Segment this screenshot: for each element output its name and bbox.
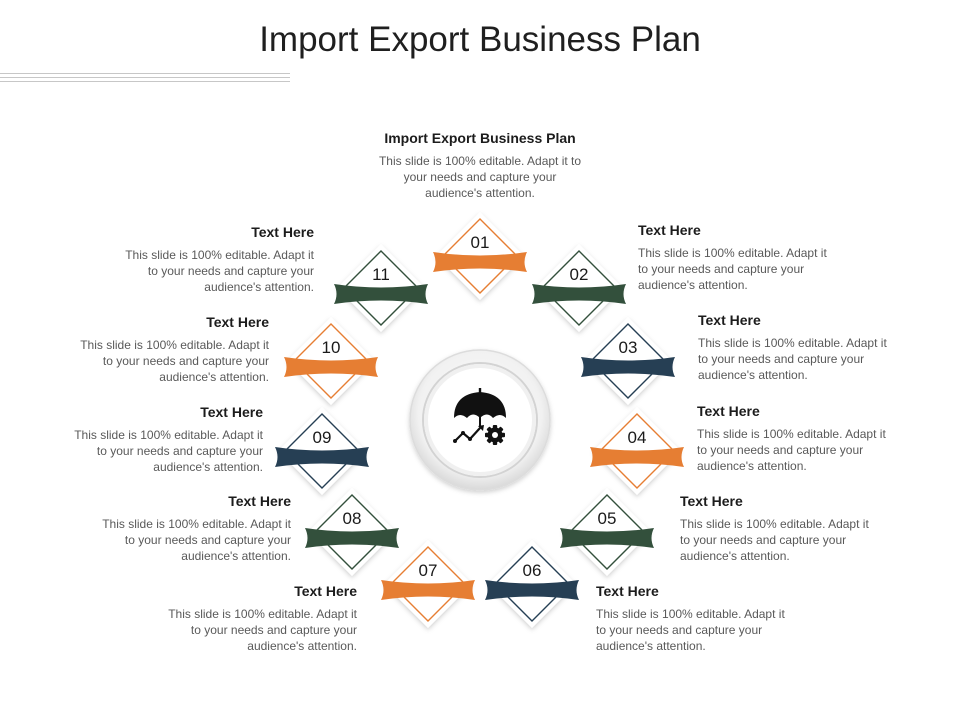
- step-marker-04: 04: [590, 407, 684, 495]
- step-marker-07: 07: [381, 540, 475, 628]
- step-description: This slide is 100% editable. Adapt it to…: [125, 248, 314, 294]
- page-title: Import Export Business Plan: [259, 20, 701, 59]
- step-heading: Text Here: [638, 222, 701, 238]
- step-number: 03: [619, 338, 638, 357]
- step-description: This slide is 100% editable. Adapt it to…: [102, 517, 291, 563]
- marker-ribbon: [275, 447, 369, 467]
- step-number: 04: [628, 428, 647, 447]
- step-marker-08: 08: [305, 488, 399, 576]
- step-number: 10: [322, 338, 341, 357]
- hub-inner-ring: [424, 364, 536, 476]
- step-description: This slide is 100% editable. Adapt it to…: [698, 336, 887, 382]
- step-heading: Text Here: [698, 312, 761, 328]
- step-marker-02: 02: [532, 244, 626, 332]
- step-description: This slide is 100% editable. Adapt it to…: [638, 246, 827, 292]
- title-divider-line: [0, 73, 290, 74]
- marker-ribbon: [532, 284, 626, 304]
- marker-ribbon: [284, 357, 378, 377]
- step-number: 01: [471, 233, 490, 252]
- step-marker-03: 03: [581, 317, 675, 405]
- marker-ribbon: [590, 447, 684, 467]
- marker-ribbon: [334, 284, 428, 304]
- step-description: This slide is 100% editable. Adapt it to…: [74, 428, 263, 474]
- growth-chart-icon: [453, 425, 484, 443]
- step-number: 05: [598, 509, 617, 528]
- step-description: This slide is 100% editable. Adapt it to…: [680, 517, 869, 563]
- umbrella-icon: [454, 388, 506, 427]
- step-marker-01: 01: [433, 212, 527, 300]
- step-heading: Text Here: [596, 583, 659, 599]
- step-heading: Text Here: [206, 314, 269, 330]
- marker-ribbon: [381, 580, 475, 600]
- step-marker-09: 09: [275, 407, 369, 495]
- step-description: This slide is 100% editable. Adapt it to…: [168, 607, 357, 653]
- step-heading: Text Here: [680, 493, 743, 509]
- title-divider-line: [0, 77, 290, 78]
- marker-ribbon: [485, 580, 579, 600]
- step-heading: Import Export Business Plan: [384, 130, 576, 146]
- step-marker-05: 05: [560, 488, 654, 576]
- step-heading: Text Here: [697, 403, 760, 419]
- marker-ribbon: [433, 252, 527, 272]
- step-heading: Text Here: [251, 224, 314, 240]
- step-number: 08: [343, 509, 362, 528]
- center-hub: [409, 349, 551, 491]
- step-description: This slide is 100% editable. Adapt it to…: [596, 607, 785, 653]
- step-number: 07: [419, 561, 438, 580]
- step-marker-06: 06: [485, 540, 579, 628]
- step-number: 02: [570, 265, 589, 284]
- marker-ribbon: [305, 528, 399, 548]
- step-number: 06: [523, 561, 542, 580]
- step-heading: Text Here: [294, 583, 357, 599]
- gear-icon: [485, 425, 505, 445]
- step-number: 11: [372, 265, 390, 284]
- step-marker-11: 11: [334, 244, 428, 332]
- step-heading: Text Here: [200, 404, 263, 420]
- step-marker-10: 10: [284, 317, 378, 405]
- title-divider-line: [0, 81, 290, 82]
- step-heading: Text Here: [228, 493, 291, 509]
- step-number: 09: [313, 428, 332, 447]
- step-description: This slide is 100% editable. Adapt it to…: [80, 338, 269, 384]
- marker-ribbon: [560, 528, 654, 548]
- step-description: This slide is 100% editable. Adapt it to…: [697, 427, 886, 473]
- marker-ribbon: [581, 357, 675, 377]
- step-description: This slide is 100% editable. Adapt it to…: [378, 154, 582, 200]
